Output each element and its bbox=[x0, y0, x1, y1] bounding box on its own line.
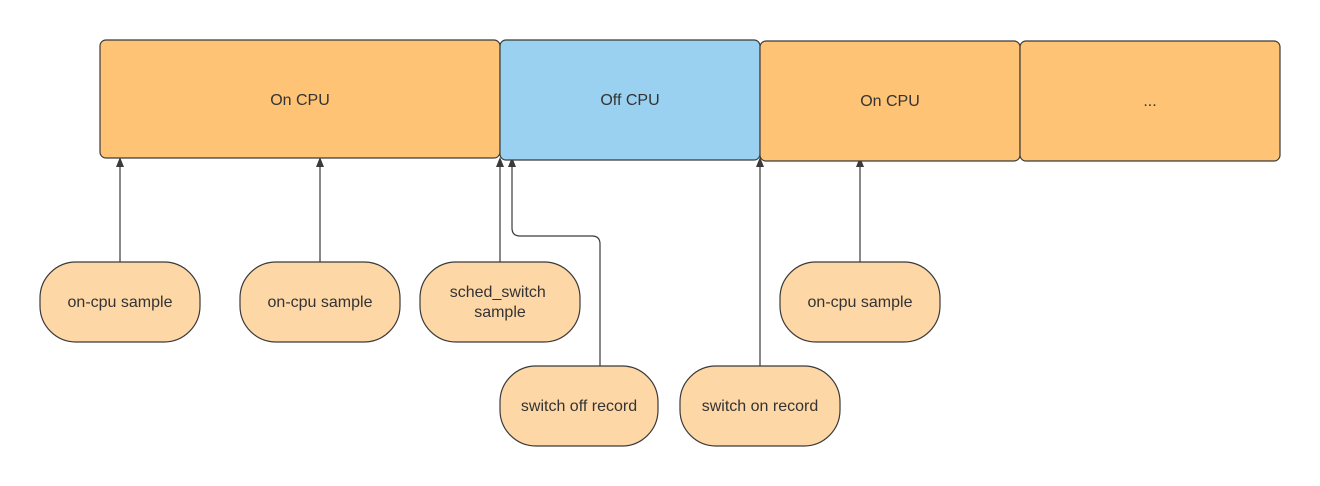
timeline: On CPU Off CPU On CPU ... bbox=[99, 39, 1281, 162]
sample-label: sched_switch sample bbox=[450, 284, 551, 321]
record-label: switch off record bbox=[521, 398, 637, 415]
record-label: switch on record bbox=[702, 398, 819, 415]
segment-label: ... bbox=[1143, 93, 1156, 110]
sample-label-line: sample bbox=[474, 304, 526, 321]
record-node-switch-off: switch off record bbox=[499, 365, 659, 447]
sample-label: on-cpu sample bbox=[68, 294, 173, 311]
segment-off-cpu: Off CPU bbox=[499, 39, 761, 161]
arrow-switch-off bbox=[508, 157, 601, 366]
record-node-switch-on: switch on record bbox=[679, 365, 841, 447]
segment-label: On CPU bbox=[860, 93, 920, 110]
sample-node-on-cpu-3: on-cpu sample bbox=[779, 261, 941, 343]
samples: on-cpu sample on-cpu sample sched_switch… bbox=[39, 261, 941, 447]
sample-node-on-cpu-2: on-cpu sample bbox=[239, 261, 401, 343]
segment-label: Off CPU bbox=[600, 92, 659, 109]
sample-label: on-cpu sample bbox=[808, 294, 913, 311]
segment-on-cpu-1: On CPU bbox=[99, 39, 501, 159]
sample-label: on-cpu sample bbox=[268, 294, 373, 311]
connectors bbox=[116, 157, 864, 366]
segment-on-cpu-2: On CPU bbox=[759, 40, 1021, 162]
segment-label: On CPU bbox=[270, 92, 330, 109]
segment-ellipsis: ... bbox=[1019, 40, 1281, 162]
sample-node-sched-switch: sched_switch sample bbox=[419, 261, 581, 343]
sample-node-on-cpu-1: on-cpu sample bbox=[39, 261, 201, 343]
sample-label-line: sched_switch bbox=[450, 284, 546, 301]
